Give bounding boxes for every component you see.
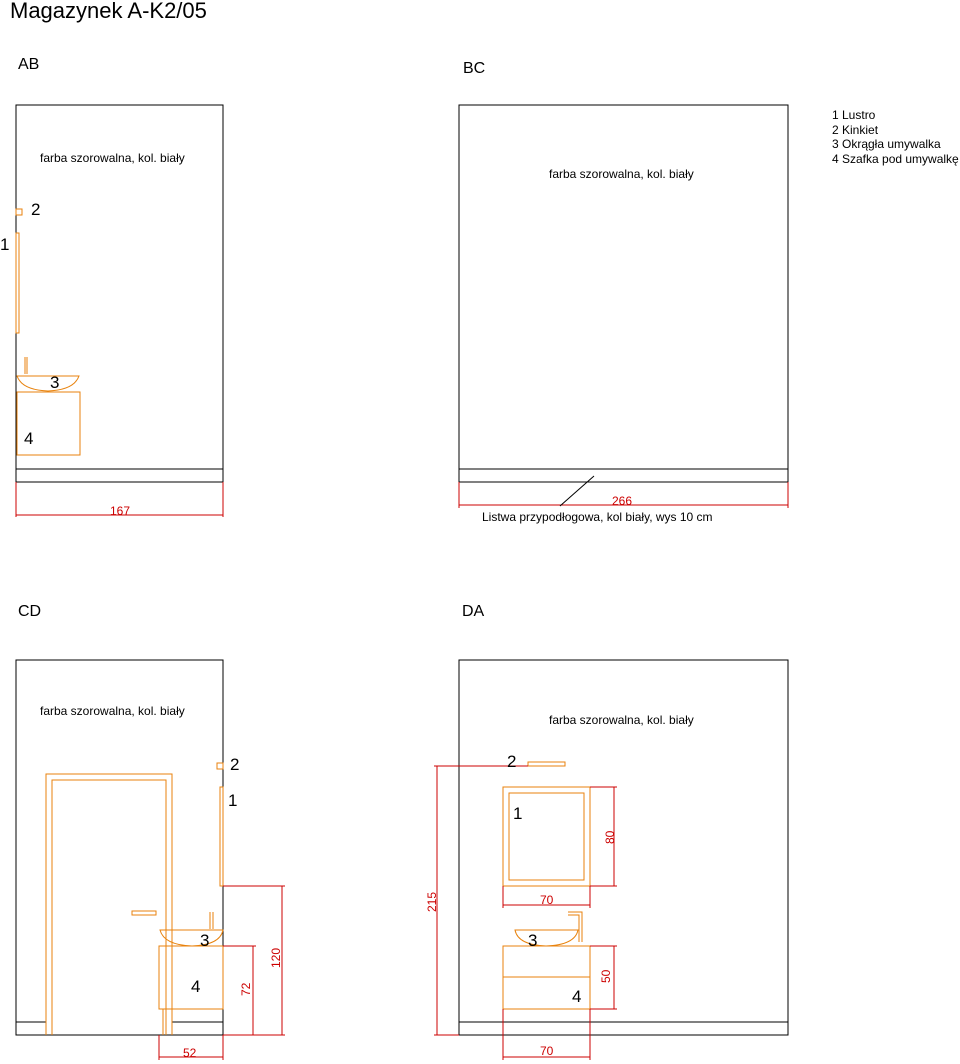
cabinet-height-dimension-label: 72 bbox=[239, 982, 253, 996]
legend-item-cabinet: 4 Szafka pod umywalkę bbox=[832, 151, 959, 166]
item-number-sconce: 2 bbox=[230, 755, 239, 774]
basin bbox=[514, 929, 579, 947]
faucet bbox=[568, 911, 583, 942]
width-dimension-label: 266 bbox=[612, 494, 632, 508]
wall-outline bbox=[15, 104, 224, 483]
width-dimension-label: 167 bbox=[110, 504, 130, 518]
view-label-cd: CD bbox=[18, 603, 42, 620]
basin bbox=[159, 929, 224, 947]
wall-outline bbox=[458, 659, 789, 1036]
faucet bbox=[24, 357, 28, 374]
item-number-sconce: 2 bbox=[507, 752, 516, 771]
wall-note-cd: farba szorowalna, kol. biały bbox=[40, 704, 185, 718]
wall-note-ab: farba szorowalna, kol. biały bbox=[40, 151, 185, 165]
cabinet-legs bbox=[162, 1009, 167, 1035]
wall-outline bbox=[458, 104, 789, 483]
item-number-cabinet: 4 bbox=[191, 977, 200, 996]
width-dimension-label: 52 bbox=[183, 1046, 197, 1060]
item-number-basin: 3 bbox=[528, 931, 537, 950]
mirror-height-dimension-label: 80 bbox=[603, 830, 617, 844]
width-dimension-line bbox=[15, 482, 224, 517]
view-label-da: DA bbox=[462, 603, 485, 620]
cabinet-width-dimension-label: 70 bbox=[540, 1044, 554, 1058]
legend-item-mirror: 1 Lustro bbox=[832, 108, 876, 122]
cabinet bbox=[16, 391, 81, 456]
cabinet-height-dimension-line bbox=[590, 945, 617, 1010]
total-height-dimension-label: 215 bbox=[425, 892, 439, 912]
legend-item-sconce: 2 Kinkiet bbox=[832, 122, 879, 137]
view-label-bc: BC bbox=[463, 60, 486, 77]
item-number-mirror: 1 bbox=[513, 804, 522, 823]
legend-item-basin: 3 Okrągła umywalka bbox=[832, 137, 941, 151]
mirror bbox=[502, 786, 591, 887]
item-number-mirror: 1 bbox=[0, 235, 9, 254]
door-frame-inner bbox=[51, 779, 167, 1035]
cabinet-width-dimension-line bbox=[502, 1009, 591, 1060]
elevation-bc: 266 Listwa przypodłogowa, kol biały, wys… bbox=[458, 104, 789, 524]
drawing-title: Magazynek A-K2/05 bbox=[10, 0, 207, 23]
mirror-bottom-dimension-label: 120 bbox=[269, 948, 283, 968]
view-label-ab: AB bbox=[18, 56, 40, 73]
mirror bbox=[219, 786, 224, 887]
mirror-width-dimension-line bbox=[502, 886, 591, 908]
mirror bbox=[15, 232, 20, 334]
elevation-ab: 167 1 2 3 4 bbox=[0, 104, 224, 518]
faucet bbox=[209, 912, 214, 929]
sconce bbox=[15, 208, 23, 216]
total-height-dimension-line bbox=[434, 765, 528, 1036]
basin bbox=[16, 375, 80, 392]
item-number-sconce: 2 bbox=[31, 200, 40, 219]
item-number-mirror: 1 bbox=[228, 791, 237, 810]
cabinet-height-dimension-label: 50 bbox=[599, 969, 613, 983]
item-number-cabinet: 4 bbox=[572, 987, 581, 1006]
mirror-width-dimension-label: 70 bbox=[540, 893, 554, 907]
sconce bbox=[216, 762, 224, 770]
mirror-bottom-dimension-line bbox=[223, 885, 285, 1036]
legend: 1 Lustro 2 Kinkiet 3 Okrągła umywalka 4 … bbox=[832, 108, 959, 166]
sconce bbox=[527, 761, 566, 767]
elevation-da: 215 80 70 50 70 2 1 3 4 bbox=[425, 659, 789, 1060]
door-handle bbox=[131, 910, 157, 916]
cabinet bbox=[158, 945, 224, 1010]
mirror-inner bbox=[508, 792, 585, 881]
item-number-cabinet: 4 bbox=[24, 429, 33, 448]
item-number-basin: 3 bbox=[200, 931, 209, 950]
width-dimension-line bbox=[158, 1035, 224, 1060]
skirting-leader bbox=[559, 475, 595, 507]
mirror-height-dimension-line bbox=[590, 786, 617, 887]
door-frame bbox=[45, 773, 173, 1035]
item-number-basin: 3 bbox=[50, 373, 59, 392]
wall-note-da: farba szorowalna, kol. biały bbox=[549, 713, 694, 727]
skirting-note: Listwa przypodłogowa, kol biały, wys 10 … bbox=[482, 510, 713, 524]
elevation-cd: 52 72 120 2 1 3 4 bbox=[15, 659, 285, 1060]
wall-note-bc: farba szorowalna, kol. biały bbox=[549, 167, 694, 181]
width-dimension-line bbox=[458, 482, 789, 508]
